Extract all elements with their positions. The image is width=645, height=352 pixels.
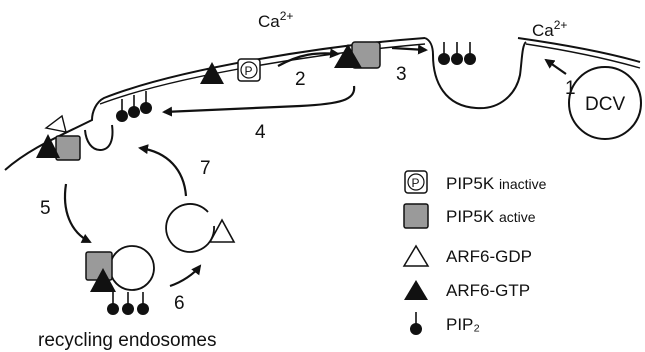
phospho-letter: P <box>245 64 253 78</box>
plasma-membrane <box>4 37 426 171</box>
arrow-step-6 <box>169 264 202 288</box>
pip2-cluster-endosome <box>106 291 150 316</box>
legend-label: PIP5K inactive <box>446 174 547 193</box>
plasma-membrane-right <box>517 37 641 63</box>
arf6-gdp <box>208 218 236 243</box>
calcium-label-center: Ca2+ <box>258 9 293 31</box>
step-number: 5 <box>40 198 51 219</box>
arf6-gtp <box>334 44 362 68</box>
recycling-endosome <box>109 245 155 291</box>
pip2-icon <box>409 311 423 336</box>
step-number: 3 <box>396 64 407 85</box>
step-number: 2 <box>295 69 306 90</box>
arf6-gdp-outline <box>44 114 67 133</box>
step-number: 4 <box>255 122 266 143</box>
arrow-step-7 <box>138 144 188 197</box>
plasma-membrane-right-inner <box>525 43 641 69</box>
phospho-symbol <box>407 173 425 191</box>
arrow-step-1 <box>544 58 567 75</box>
arf6-gtp <box>90 268 116 292</box>
legend-label: ARF6-GDP <box>446 247 532 266</box>
arf6-gdp-icon <box>402 244 430 267</box>
arrow-step-5 <box>64 183 92 243</box>
phospho-letter: P <box>412 176 420 190</box>
pip5k-active <box>55 135 81 161</box>
calcium-label-right: Ca2+ <box>532 18 567 40</box>
arf6-gtp <box>36 134 60 158</box>
legend-label: ARF6-GTP <box>446 281 530 300</box>
endosome-label: recycling endosomes <box>38 330 216 351</box>
dcv-label: DCV <box>585 94 625 115</box>
fusion-pore <box>424 37 527 110</box>
endocytic-pit <box>84 124 114 152</box>
arrow-step-4 <box>162 85 356 117</box>
dcv-vesicle <box>568 66 642 140</box>
arrow-step-3 <box>391 44 428 55</box>
pip2-cluster-top <box>437 41 477 66</box>
step-number: 6 <box>174 293 185 314</box>
arf6-gtp <box>200 62 224 84</box>
pip2-cluster-left <box>115 90 153 123</box>
arf6-gtp-icon <box>404 280 428 300</box>
step-number: 1 <box>565 78 576 99</box>
legend: P PIP5K inactive PIP5K active ARF6-GDP A… <box>402 170 547 336</box>
pip5k-active-icon <box>403 203 429 229</box>
legend-label: PIP₂ <box>446 315 480 334</box>
phospho-symbol <box>240 61 258 79</box>
step-number: 7 <box>200 158 211 179</box>
arrow-step-2 <box>277 48 340 67</box>
legend-label: PIP5K active <box>446 207 536 226</box>
arf6-gdp-vesicle <box>165 203 215 253</box>
